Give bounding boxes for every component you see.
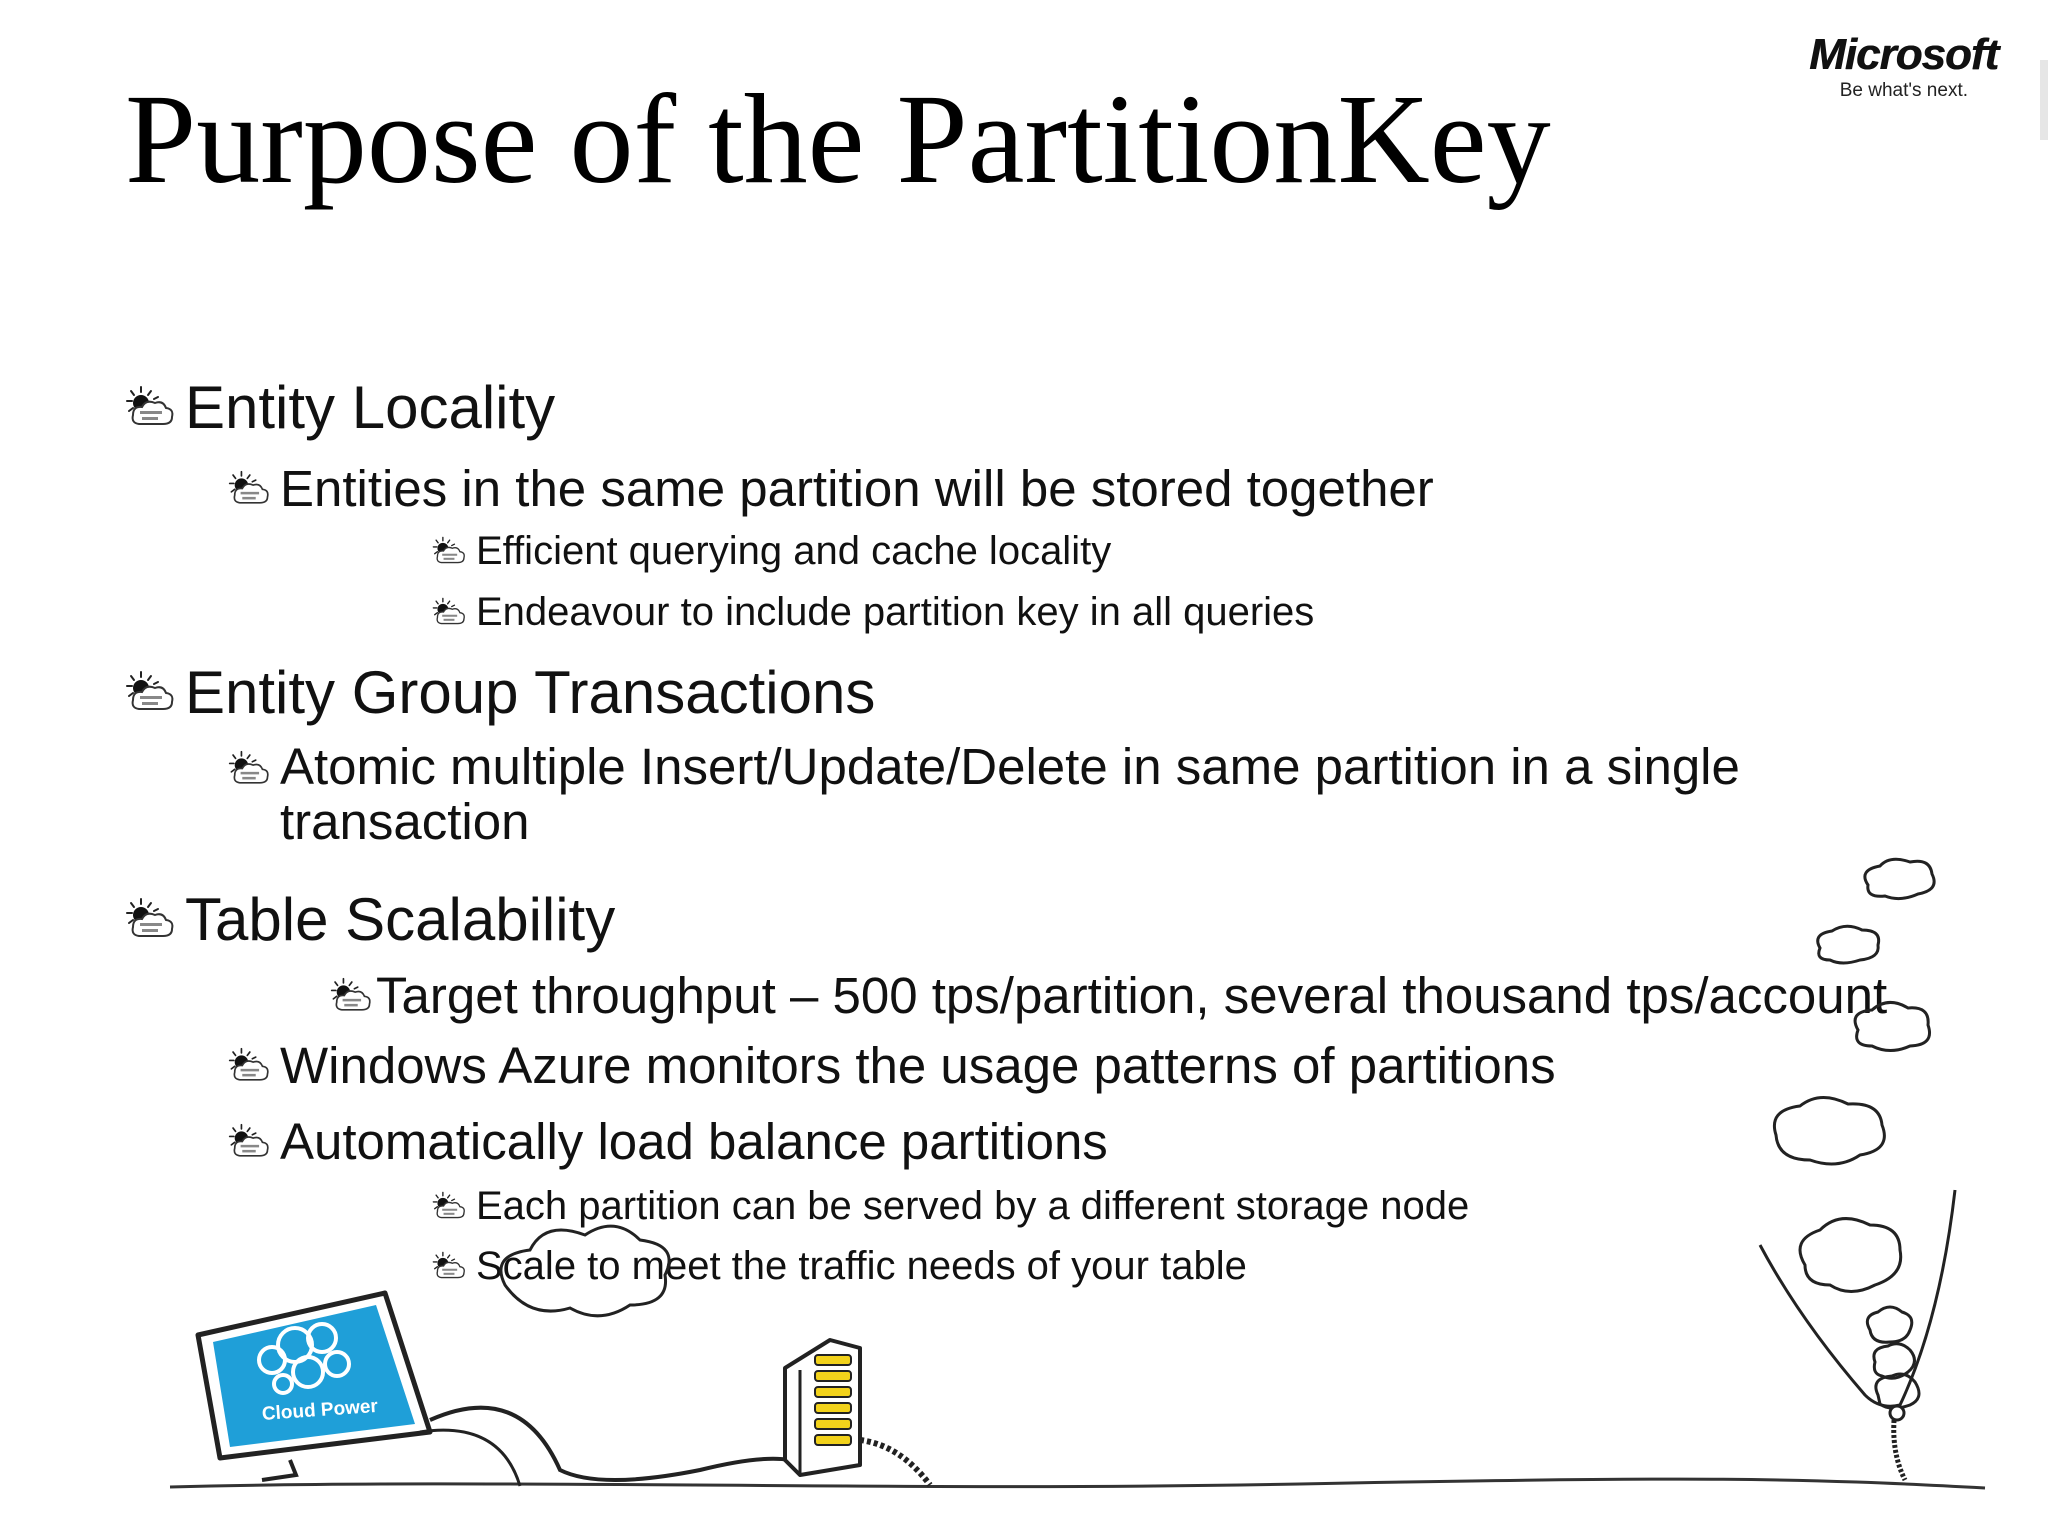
bullet-text: Entity Locality [185,373,556,441]
bullet-text: Efficient querying and cache locality [476,528,1112,573]
sun-cloud-icon [125,670,175,714]
cloud-power-label: Cloud Power [261,1395,379,1425]
server-illustration [783,1338,933,1487]
bullet-text: Atomic multiple Insert/Update/Delete in … [280,738,1740,850]
sun-cloud-icon [228,470,270,507]
bullet-text: Target throughput – 500 tps/partition, s… [376,967,1888,1025]
sun-cloud-icon [432,597,466,627]
sun-cloud-icon [228,1123,270,1160]
sun-cloud-icon [228,750,270,787]
bullet-level3: Scale to meet the traffic needs of your … [432,1242,1247,1289]
brand-name: Microsoft [1809,30,1999,79]
sun-cloud-icon [125,897,175,941]
edge-divider [2040,60,2048,140]
sun-cloud-icon [330,977,372,1014]
sun-cloud-icon [432,536,466,566]
bullet-level1: Entity Locality [125,368,555,442]
bullet-text: Entity Group Transactions [185,658,876,726]
bullet-level2: Automatically load balance partitions [228,1108,1108,1171]
bullet-text: Scale to meet the traffic needs of your … [476,1243,1247,1288]
bullet-level1: Table Scalability [125,880,615,954]
sun-cloud-icon [125,385,175,429]
brand-tagline: Be what's next. [1839,80,1968,101]
cloud-trail [1773,857,1936,1410]
bullet-text: Entities in the same partition will be s… [280,460,1434,518]
bullet-level1: Entity Group Transactions [125,653,875,727]
bullet-level3: Each partition can be served by a differ… [432,1182,1469,1229]
bullet-level3: Efficient querying and cache locality [432,527,1111,574]
slide-title: Purpose of the PartitionKey [125,68,1551,210]
sun-cloud-icon [432,1251,466,1281]
bullet-level3: Endeavour to include partition key in al… [432,588,1314,635]
bullet-level2: Target throughput – 500 tps/partition, s… [330,962,1887,1025]
bullet-level2: Entities in the same partition will be s… [228,455,1434,518]
bullet-text: Windows Azure monitors the usage pattern… [280,1037,1556,1095]
sun-cloud-icon [432,1191,466,1221]
bullet-text: Endeavour to include partition key in al… [476,589,1315,634]
sun-cloud-icon [228,1047,270,1084]
bullet-level2: Atomic multiple Insert/Update/Delete in … [228,738,1860,850]
bullet-text: Each partition can be served by a differ… [476,1183,1470,1228]
bullet-text: Automatically load balance partitions [280,1113,1108,1171]
brand-logo: Microsoft Be what's next. [1809,30,1999,102]
monitor-illustration [195,1290,791,1487]
bullet-text: Table Scalability [185,885,616,953]
bullet-level2: Windows Azure monitors the usage pattern… [228,1032,1556,1095]
